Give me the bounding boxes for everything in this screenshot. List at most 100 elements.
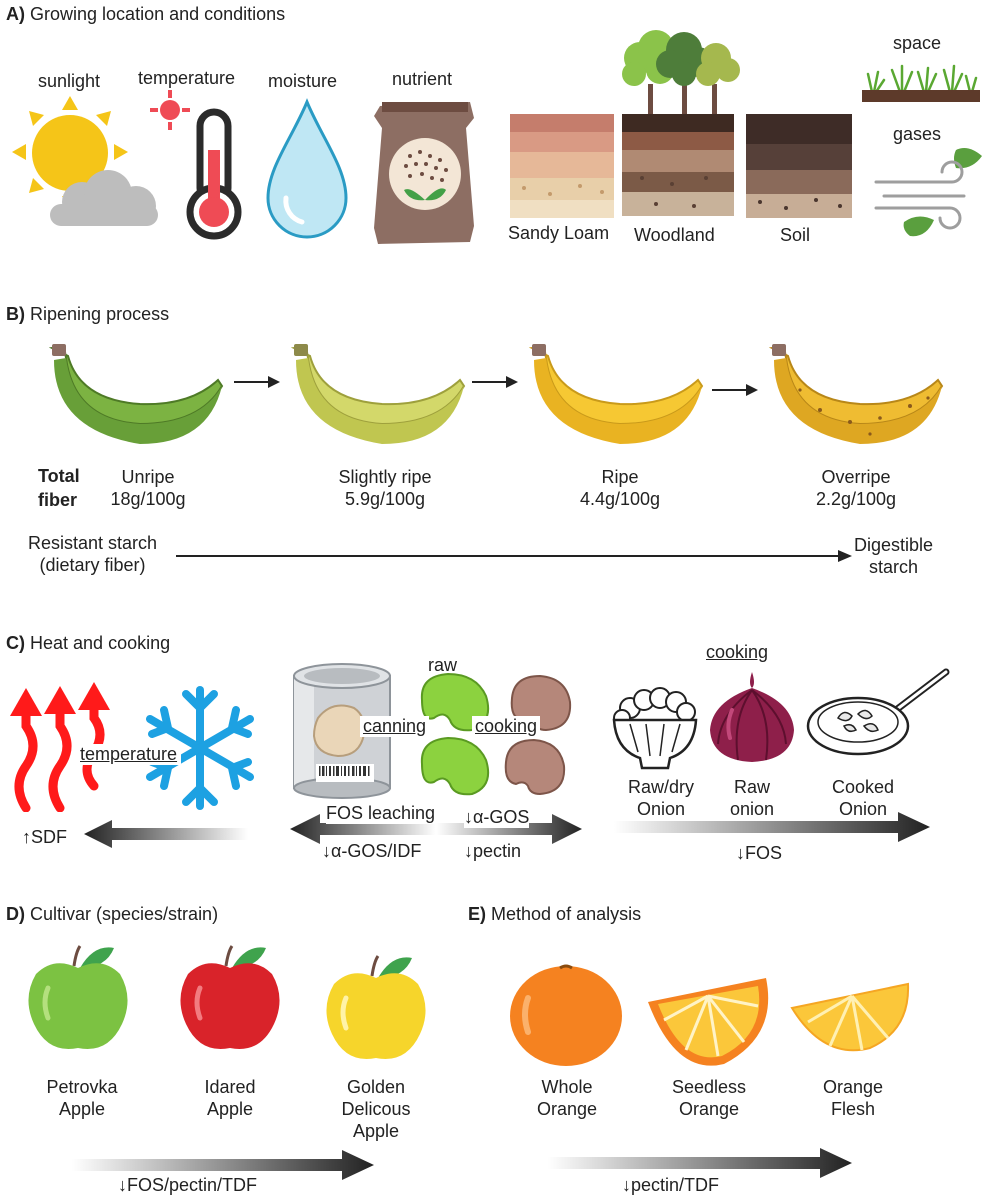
dietary-fiber-text: (dietary fiber)	[39, 555, 146, 575]
raw-label: raw	[428, 655, 458, 675]
section-a-text: Growing location and conditions	[30, 4, 286, 24]
temperature-heat-label: temperature	[76, 744, 182, 765]
apple-yellow-icon	[322, 948, 432, 1068]
resistant-starch-text: Resistant starch	[28, 533, 158, 553]
ripening-arrow-2	[472, 374, 518, 390]
sandy-loam-soil-icon	[510, 114, 614, 218]
onion-label-line2: Onion	[838, 799, 888, 819]
banana-slightly-ripe-icon	[282, 340, 472, 460]
apple-red-icon	[176, 938, 286, 1058]
temperature-label: temperature	[138, 68, 236, 88]
temperature-heat-text: temperature	[80, 744, 178, 764]
orange-label-line1: Orange	[822, 1077, 884, 1097]
orange-seedless-label: Seedless Orange	[664, 1076, 754, 1120]
nutrient-bag-icon	[370, 98, 480, 246]
section-e-title: E) Method of analysis	[468, 904, 641, 925]
stage-name: Unripe	[121, 467, 175, 487]
canning-text: canning	[363, 716, 427, 736]
soil-label-woodland: Woodland	[634, 225, 715, 245]
onion-label-line1: Raw/dry	[627, 777, 694, 797]
apple-label-line2: Apple	[58, 1099, 106, 1119]
section-b-title: B) Ripening process	[6, 304, 169, 325]
orange-label-line2: Flesh	[830, 1099, 875, 1119]
space-label: space	[893, 33, 942, 53]
section-d-text: Cultivar (species/strain)	[30, 904, 219, 924]
orange-whole-label: Whole Orange	[522, 1076, 612, 1120]
whole-orange-icon	[508, 962, 624, 1068]
digestible-text: Digestible	[854, 535, 934, 555]
banana-ripe-icon	[520, 340, 710, 460]
cooking-onion-text: cooking	[706, 642, 769, 662]
fos-leaching-label: FOS leaching	[326, 802, 436, 824]
section-c-title: C) Heat and cooking	[6, 633, 170, 654]
onion-label-line1: Raw	[733, 777, 770, 797]
soil-label-soil: Soil	[780, 225, 811, 245]
orange-flesh-label: Orange Flesh	[808, 1076, 898, 1120]
nutrient-label: nutrient	[392, 69, 453, 89]
section-b-letter: B)	[6, 304, 25, 324]
orange-label-line1: Seedless	[671, 1077, 747, 1097]
cooking-label: cooking	[472, 716, 541, 737]
moisture-label: moisture	[268, 71, 338, 91]
orange-label-line1: Whole	[541, 1077, 593, 1097]
section-c-letter: C)	[6, 633, 25, 653]
stage-name: Overripe	[821, 467, 891, 487]
section-b-text: Ripening process	[30, 304, 170, 324]
snowflake-icon	[138, 684, 262, 812]
starch-arrow	[176, 548, 852, 564]
apple-petrovka-label: Petrovka Apple	[34, 1076, 130, 1120]
grass-space-icon	[862, 58, 980, 104]
orange-label-line2: Orange	[678, 1099, 740, 1119]
stage-value: 5.9g/100g	[344, 489, 426, 509]
banana-overripe-icon	[760, 340, 950, 460]
cooking-text: cooking	[475, 716, 538, 736]
stage-ripe: Ripe 4.4g/100g	[560, 466, 680, 510]
section-d-title: D) Cultivar (species/strain)	[6, 904, 218, 925]
section-d-letter: D)	[6, 904, 25, 924]
resistant-starch-label: Resistant starch (dietary fiber)	[28, 532, 157, 576]
soil-label-sandy-loam: Sandy Loam	[508, 223, 610, 243]
sdf-arrow	[84, 818, 248, 850]
analysis-arrow-label: ↓pectin/TDF	[622, 1175, 720, 1195]
starch-text: starch	[869, 557, 919, 577]
agos-idf-label: ↓α-GOS/IDF	[322, 841, 422, 861]
section-a-letter: A)	[6, 4, 25, 24]
pectin-label: ↓pectin	[464, 841, 522, 861]
dry-onion-bowl-icon	[610, 684, 700, 772]
fos-arrow	[614, 810, 930, 844]
gases-label: gases	[893, 124, 942, 144]
brown-bean-cooked-icon	[500, 736, 570, 798]
soil-icon	[746, 114, 852, 218]
woodland-soil-icon	[612, 28, 742, 218]
apple-label-line1: Idared	[204, 1077, 256, 1097]
sun-cloud-icon	[10, 94, 160, 229]
ripening-arrow-1	[234, 374, 280, 390]
apple-label-line1: Petrovka	[46, 1077, 118, 1097]
onion-label-line2: onion	[729, 799, 775, 819]
ripening-arrow-3	[712, 382, 758, 398]
cultivar-arrow	[72, 1148, 374, 1182]
cooking-onion-label: cooking	[706, 642, 768, 663]
orange-label-line2: Orange	[536, 1099, 598, 1119]
canning-cooking-arrow	[290, 812, 582, 846]
stage-unripe: Unripe 18g/100g	[88, 466, 208, 510]
stage-overripe: Overripe 2.2g/100g	[796, 466, 916, 510]
stage-name: Slightly ripe	[338, 467, 432, 487]
analysis-arrow	[548, 1146, 852, 1180]
section-c-text: Heat and cooking	[30, 633, 171, 653]
frying-pan-icon	[804, 664, 954, 764]
stage-slightly-ripe: Slightly ripe 5.9g/100g	[310, 466, 460, 510]
apple-label-line2: Delicous	[341, 1099, 411, 1119]
red-onion-icon	[702, 668, 802, 766]
section-a-title: A) Growing location and conditions	[6, 4, 285, 25]
total-fiber-label-2: fiber	[38, 490, 78, 510]
stage-value: 4.4g/100g	[579, 489, 661, 509]
stage-value: 18g/100g	[110, 489, 186, 509]
onion-raw-dry-label: Raw/dry Onion	[616, 776, 706, 820]
thermometer-icon	[150, 90, 250, 245]
section-e-letter: E)	[468, 904, 486, 924]
orange-flesh-icon	[790, 980, 912, 1056]
cultivar-arrow-label: ↓FOS/pectin/TDF	[118, 1175, 258, 1195]
wind-gases-icon	[872, 146, 988, 242]
stage-value: 2.2g/100g	[815, 489, 897, 509]
